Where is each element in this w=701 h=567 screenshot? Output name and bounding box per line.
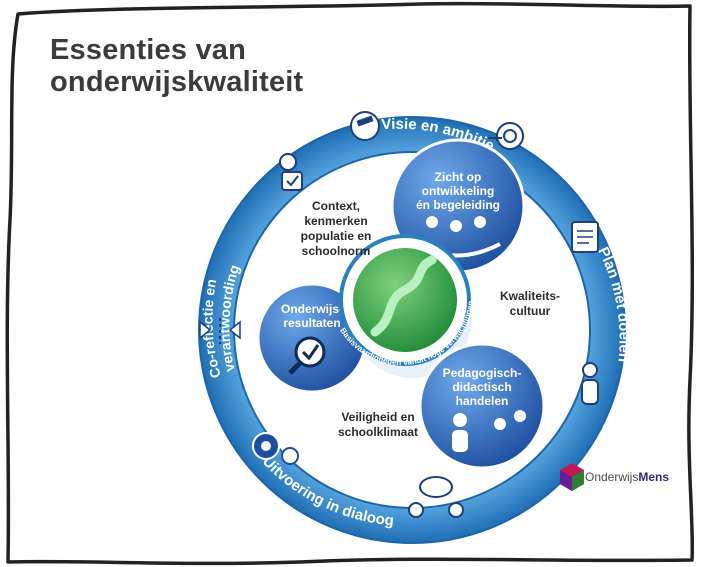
label-veiligheid: Veiligheid en schoolklimaat	[338, 410, 418, 439]
bubble-bottom-line-2: didactisch	[452, 380, 511, 394]
bubble-top-line-1: Zicht op	[435, 170, 482, 184]
label-cultuur: Kwaliteits- cultuur	[500, 289, 560, 318]
bubble-bottom: Pedagogisch- didactisch handelen	[418, 342, 546, 470]
title-line-2: onderwijskwaliteit	[50, 66, 304, 98]
bubble-left: Onderwijs- resultaten	[256, 282, 368, 394]
label-context-line-2: kenmerken	[304, 214, 367, 228]
clipboard-icon	[571, 221, 599, 253]
label-context: Context, kenmerken populatie en schoolno…	[301, 199, 372, 258]
dialogue-icon	[408, 476, 464, 518]
brand-logo-icon	[560, 463, 584, 491]
label-context-line-1: Context,	[312, 199, 360, 213]
label-cultuur-line-2: cultuur	[510, 304, 551, 318]
label-cultuur-line-1: Kwaliteits-	[500, 289, 560, 303]
bubble-top-line-3: én begeleiding	[416, 198, 500, 212]
page-title: Essenties van onderwijskwaliteit	[50, 34, 303, 98]
target-icon	[488, 122, 524, 150]
bubble-top-line-2: ontwikkeling	[422, 184, 495, 198]
label-veiligheid-line-2: schoolklimaat	[338, 425, 418, 439]
magnifier-check-icon	[288, 336, 326, 375]
brand-name: OnderwijsMens	[585, 470, 669, 484]
telescope-icon	[350, 111, 380, 141]
balance-arrows-icon	[199, 318, 241, 344]
title-line-1: Essenties van	[50, 34, 247, 66]
label-context-line-3: populatie en	[301, 229, 372, 243]
people-icon-right	[581, 362, 599, 405]
bubble-bottom-line-1: Pedagogisch-	[443, 366, 522, 380]
brand-prefix: Onderwijs	[585, 470, 639, 484]
center-core	[339, 234, 471, 366]
label-context-line-4: schoolnorm	[302, 244, 371, 258]
teacher-students-icon	[452, 410, 526, 452]
bubble-left-line-2: resultaten	[283, 316, 340, 330]
person-check-icon	[279, 153, 303, 191]
brand-suffix: Mens	[638, 470, 670, 484]
label-veiligheid-line-1: Veiligheid en	[341, 410, 414, 424]
gears-icon	[252, 432, 299, 465]
bubble-left-line-1: Onderwijs-	[281, 302, 343, 316]
bubble-bottom-line-3: handelen	[456, 394, 509, 408]
